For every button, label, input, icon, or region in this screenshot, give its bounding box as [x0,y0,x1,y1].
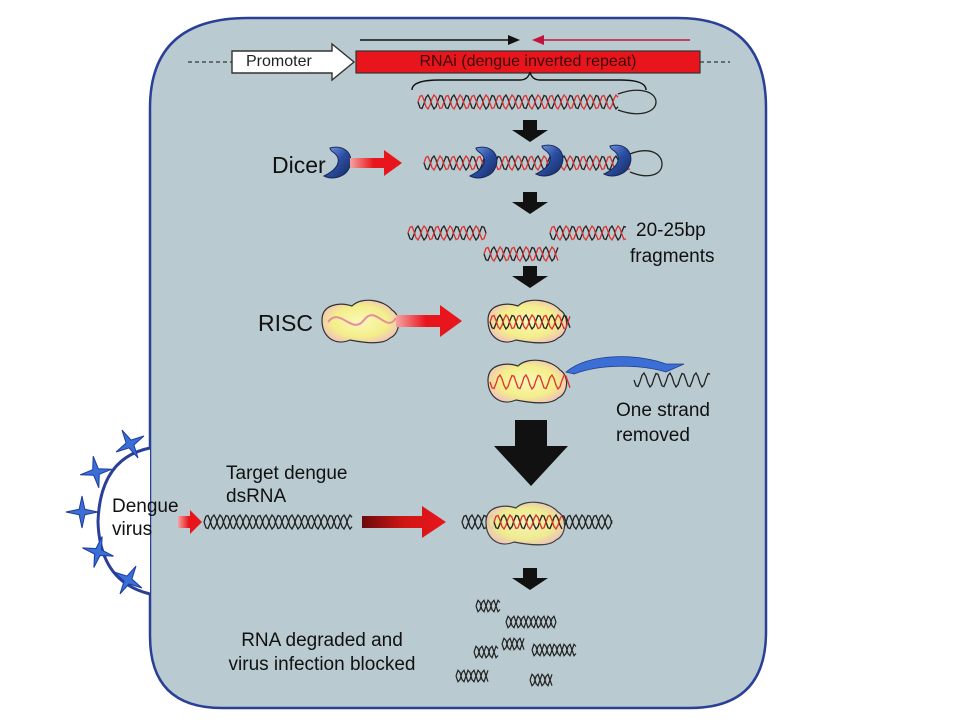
dicer-bound-1 [468,146,498,179]
degraded-fragment [455,669,489,683]
fragment-1 [407,224,487,242]
degraded-rna [455,599,577,687]
promoter-label: Promoter [246,53,312,70]
risc-red-arrow [396,305,462,337]
flow-arrow-4 [512,568,548,590]
dicer-enzyme-icon [322,146,352,179]
flow-arrow-1 [512,120,548,142]
fragment-3 [483,245,559,263]
degraded-fragment [501,637,525,651]
rnai-label: RNAi (dengue inverted repeat) [419,53,637,70]
risc-target-complex [461,501,613,546]
target-red-arrow [362,506,446,538]
degraded-fragment [529,673,553,687]
risc-loaded [487,299,571,344]
hairpin-dsrna [417,89,657,115]
promoter-arrow [231,42,356,82]
virus-entry-arrow [178,510,202,534]
removed-strand [633,371,711,389]
flow-arrow-big [494,420,568,486]
dicer-bound-3 [602,144,632,177]
fragment-2 [549,224,627,242]
virus-spike-icon [113,565,143,595]
risc-label: RISC [258,310,313,336]
fragments-label-1: 20-25bp [636,220,706,241]
risc-single-strand [487,359,571,404]
target-label-1: Target dengue [226,463,348,484]
virus-spike-icon [65,429,145,595]
degraded-fragment [455,669,489,683]
rnai-bar [355,50,701,74]
flow-arrow-3 [512,266,548,288]
antisense-arrowhead [532,35,544,45]
target-dsrna [203,513,353,531]
cell-membrane [148,16,768,710]
dicer-label: Dicer [272,152,326,178]
strand-removed-label-1: One strand [616,400,710,421]
virus-spike-icon [65,495,99,529]
virus-spike-icon [82,536,114,568]
degraded-fragment [505,615,557,629]
dicer-red-arrow [350,150,402,176]
virus-label-2: virus [112,519,153,540]
virus-spike-icon [115,429,145,459]
fragments-label-2: fragments [630,246,715,267]
dicer-dsrna [423,150,663,177]
target-label-2: dsRNA [226,486,287,507]
result-label-1: RNA degraded and [241,630,403,651]
virus-spike-icon [80,456,112,488]
degraded-fragment [531,643,577,657]
removal-arrow [565,356,685,375]
risc-complex-icon [321,299,400,344]
flow-arrow-2 [512,192,548,214]
virus-label-1: Dengue [112,496,179,517]
sense-arrowhead [508,35,520,45]
degraded-fragment [501,637,525,651]
degraded-fragment [531,643,577,657]
dicer-bound-2 [534,144,564,177]
result-label-2: virus infection blocked [228,654,416,675]
degraded-fragment [529,673,553,687]
strand-removed-label-2: removed [616,425,690,446]
brace [411,71,647,91]
degraded-fragment [475,599,501,613]
degraded-fragment [473,645,499,659]
